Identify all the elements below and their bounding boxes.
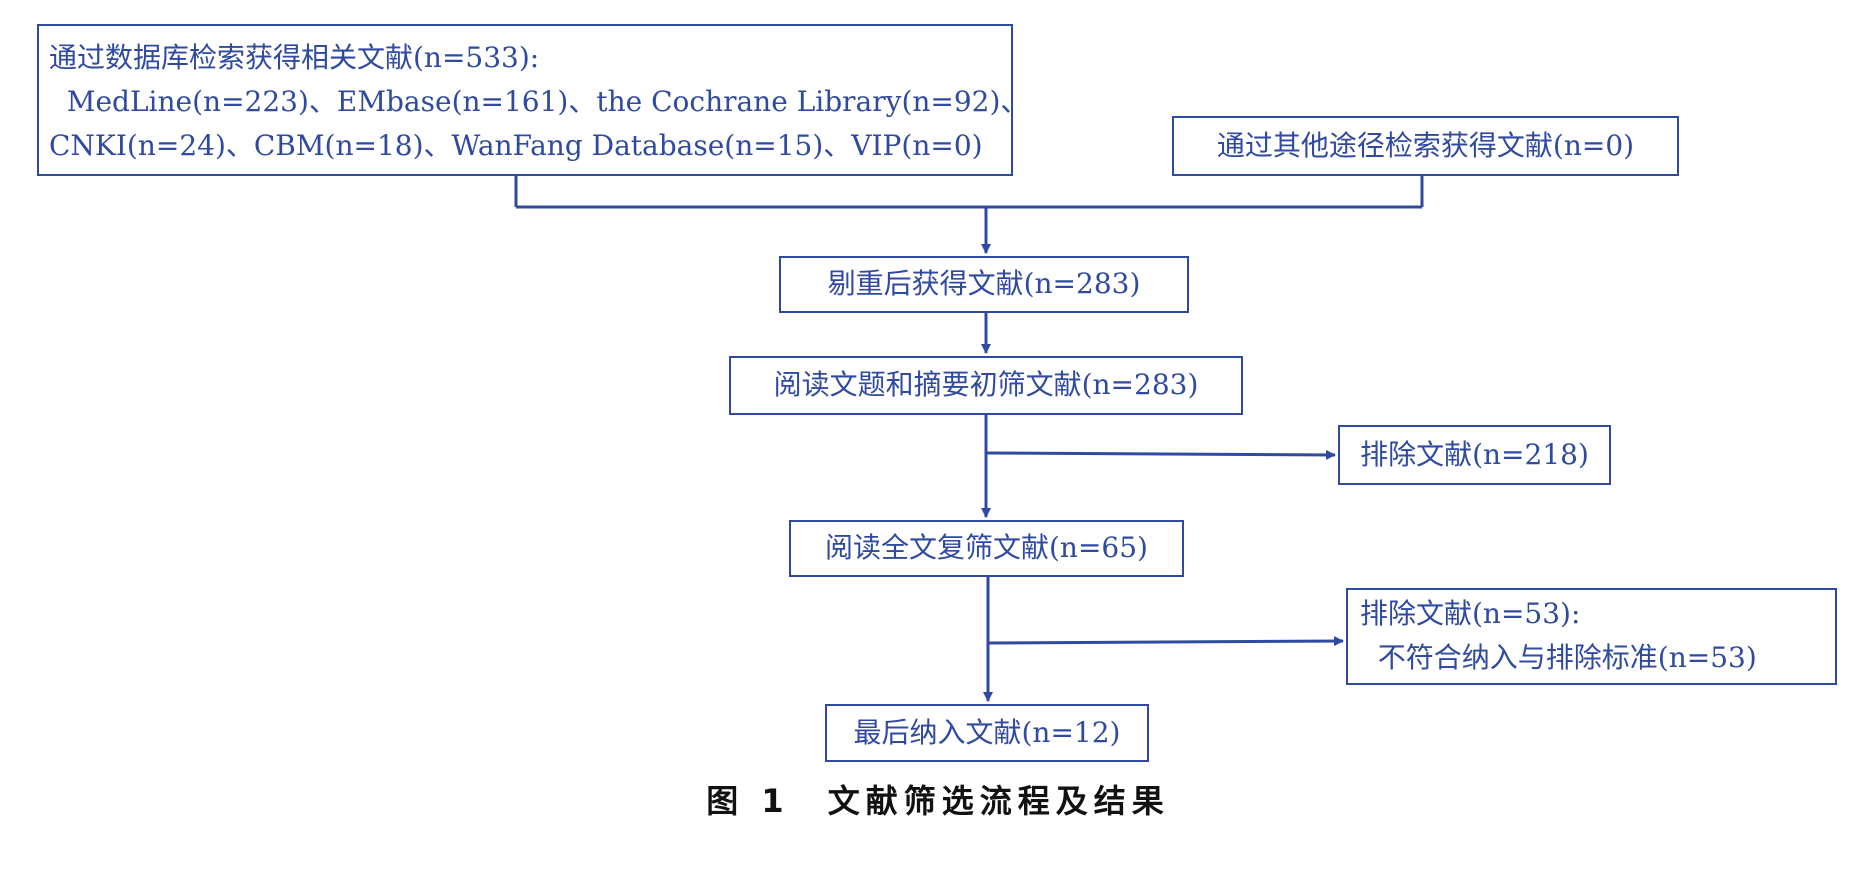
final-included-box: 最后纳入文献(n=12)	[825, 704, 1149, 762]
title-abstract-screen-text: 阅读文题和摘要初筛文献(n=283)	[773, 368, 1199, 401]
after-dedup-box: 剔重后获得文献(n=283)	[779, 256, 1189, 313]
other-search-box: 通过其他途径检索获得文献(n=0)	[1172, 116, 1679, 176]
database-search-line-2: MedLine(n=223)、EMbase(n=161)、the Cochran…	[49, 85, 1029, 118]
excluded-second-line-2: 不符合纳入与排除标准(n=53)	[1360, 641, 1757, 674]
database-search-line-1: 通过数据库检索获得相关文献(n=533):	[49, 41, 540, 74]
fulltext-screen-box: 阅读全文复筛文献(n=65)	[789, 520, 1184, 577]
arrow-to-excluded-first	[985, 449, 1336, 460]
fulltext-screen-text: 阅读全文复筛文献(n=65)	[825, 531, 1148, 564]
excluded-first-box: 排除文献(n=218)	[1338, 425, 1611, 485]
database-search-line-3: CNKI(n=24)、CBM(n=18)、WanFang Database(n=…	[49, 129, 983, 162]
final-included-text: 最后纳入文献(n=12)	[853, 716, 1121, 749]
title-abstract-screen-box: 阅读文题和摘要初筛文献(n=283)	[729, 356, 1243, 415]
excluded-second-box: 排除文献(n=53): 不符合纳入与排除标准(n=53)	[1346, 588, 1837, 685]
excluded-second-line-1: 排除文献(n=53):	[1360, 597, 1581, 630]
database-search-box: 通过数据库检索获得相关文献(n=533): MedLine(n=223)、EMb…	[37, 24, 1029, 176]
arrow-to-excluded-second	[987, 636, 1344, 647]
other-search-text: 通过其他途径检索获得文献(n=0)	[1216, 129, 1635, 162]
excluded-first-text: 排除文献(n=218)	[1360, 438, 1589, 471]
after-dedup-text: 剔重后获得文献(n=283)	[827, 267, 1141, 300]
figure-title: 文献筛选流程及结果	[827, 782, 1170, 820]
figure-number: 图 1	[706, 782, 790, 820]
figure-caption: 图 1 文献筛选流程及结果	[0, 776, 1876, 822]
